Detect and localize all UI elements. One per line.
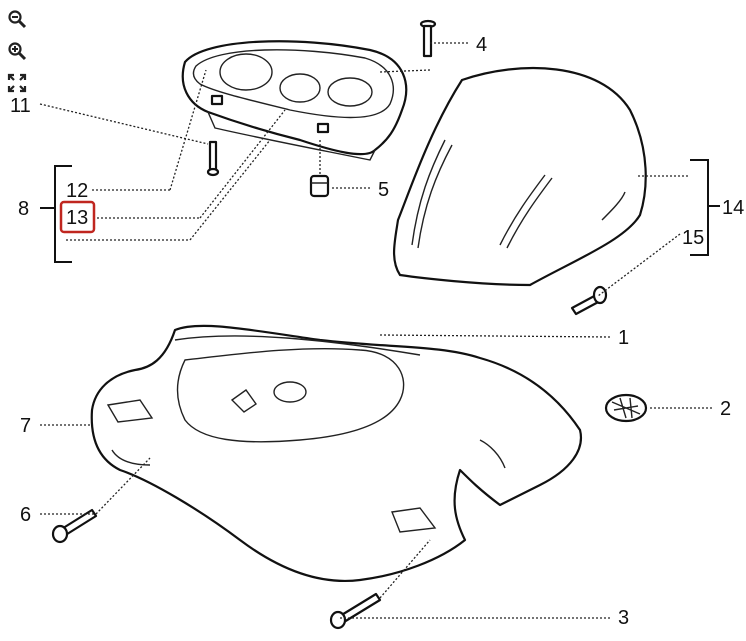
windscreen-part-14 <box>393 66 647 287</box>
zoom-out-icon <box>8 10 27 29</box>
callout-15[interactable]: 15 <box>682 227 704 249</box>
callout-2[interactable]: 2 <box>720 398 731 420</box>
group-bracket-14 <box>690 159 709 256</box>
callout-8[interactable]: 8 <box>18 198 29 220</box>
callout-13-highlight <box>59 200 96 234</box>
callout-1[interactable]: 1 <box>618 327 629 349</box>
zoom-out-button[interactable] <box>4 6 30 32</box>
callout-12[interactable]: 12 <box>66 180 88 202</box>
handlebar-cover-part-1 <box>90 324 583 582</box>
grommet-part-5 <box>309 174 330 198</box>
zoom-in-icon <box>8 42 27 61</box>
emblem-part-2 <box>604 393 648 423</box>
callout-4[interactable]: 4 <box>476 34 487 56</box>
callout-13[interactable]: 13 <box>66 207 88 229</box>
instrument-cluster <box>181 40 408 161</box>
screw-part-15 <box>570 285 608 316</box>
callout-5[interactable]: 5 <box>378 179 389 201</box>
callout-3[interactable]: 3 <box>618 607 629 629</box>
zoom-in-button[interactable] <box>4 38 30 64</box>
fullscreen-icon <box>7 73 27 93</box>
fit-screen-button[interactable] <box>4 70 30 96</box>
screw-part-11 <box>206 140 220 177</box>
screw-part-4 <box>419 19 437 58</box>
callout-7[interactable]: 7 <box>20 415 31 437</box>
viewer-toolbar <box>4 6 30 96</box>
callout-labels: 1 2 3 4 5 6 7 8 11 12 13 14 15 <box>10 34 744 629</box>
group-bracket-8 <box>54 165 72 263</box>
screw-part-3 <box>329 592 382 630</box>
callout-11[interactable]: 11 <box>10 95 31 117</box>
callout-6[interactable]: 6 <box>20 504 31 526</box>
callout-14[interactable]: 14 <box>722 197 744 219</box>
leader-lines <box>39 42 712 619</box>
screw-part-6 <box>51 508 98 544</box>
